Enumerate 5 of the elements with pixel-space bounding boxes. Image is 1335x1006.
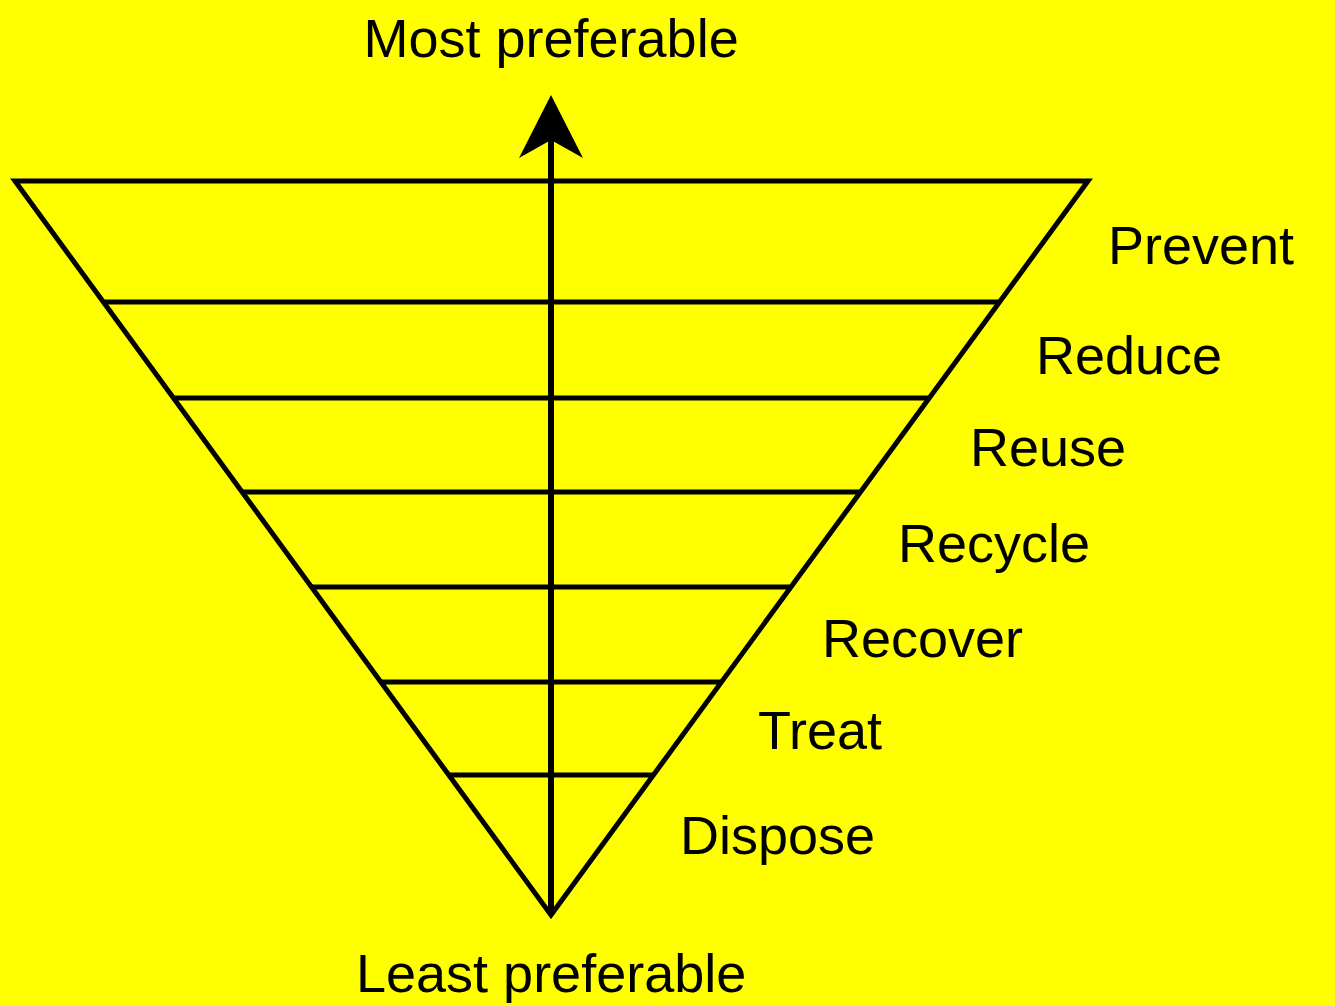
- level-label: Recover: [822, 611, 1024, 665]
- level-label: Treat: [758, 703, 883, 757]
- level-label: Reuse: [970, 420, 1127, 474]
- level-label: Reduce: [1036, 328, 1223, 382]
- level-label: Prevent: [1108, 218, 1295, 272]
